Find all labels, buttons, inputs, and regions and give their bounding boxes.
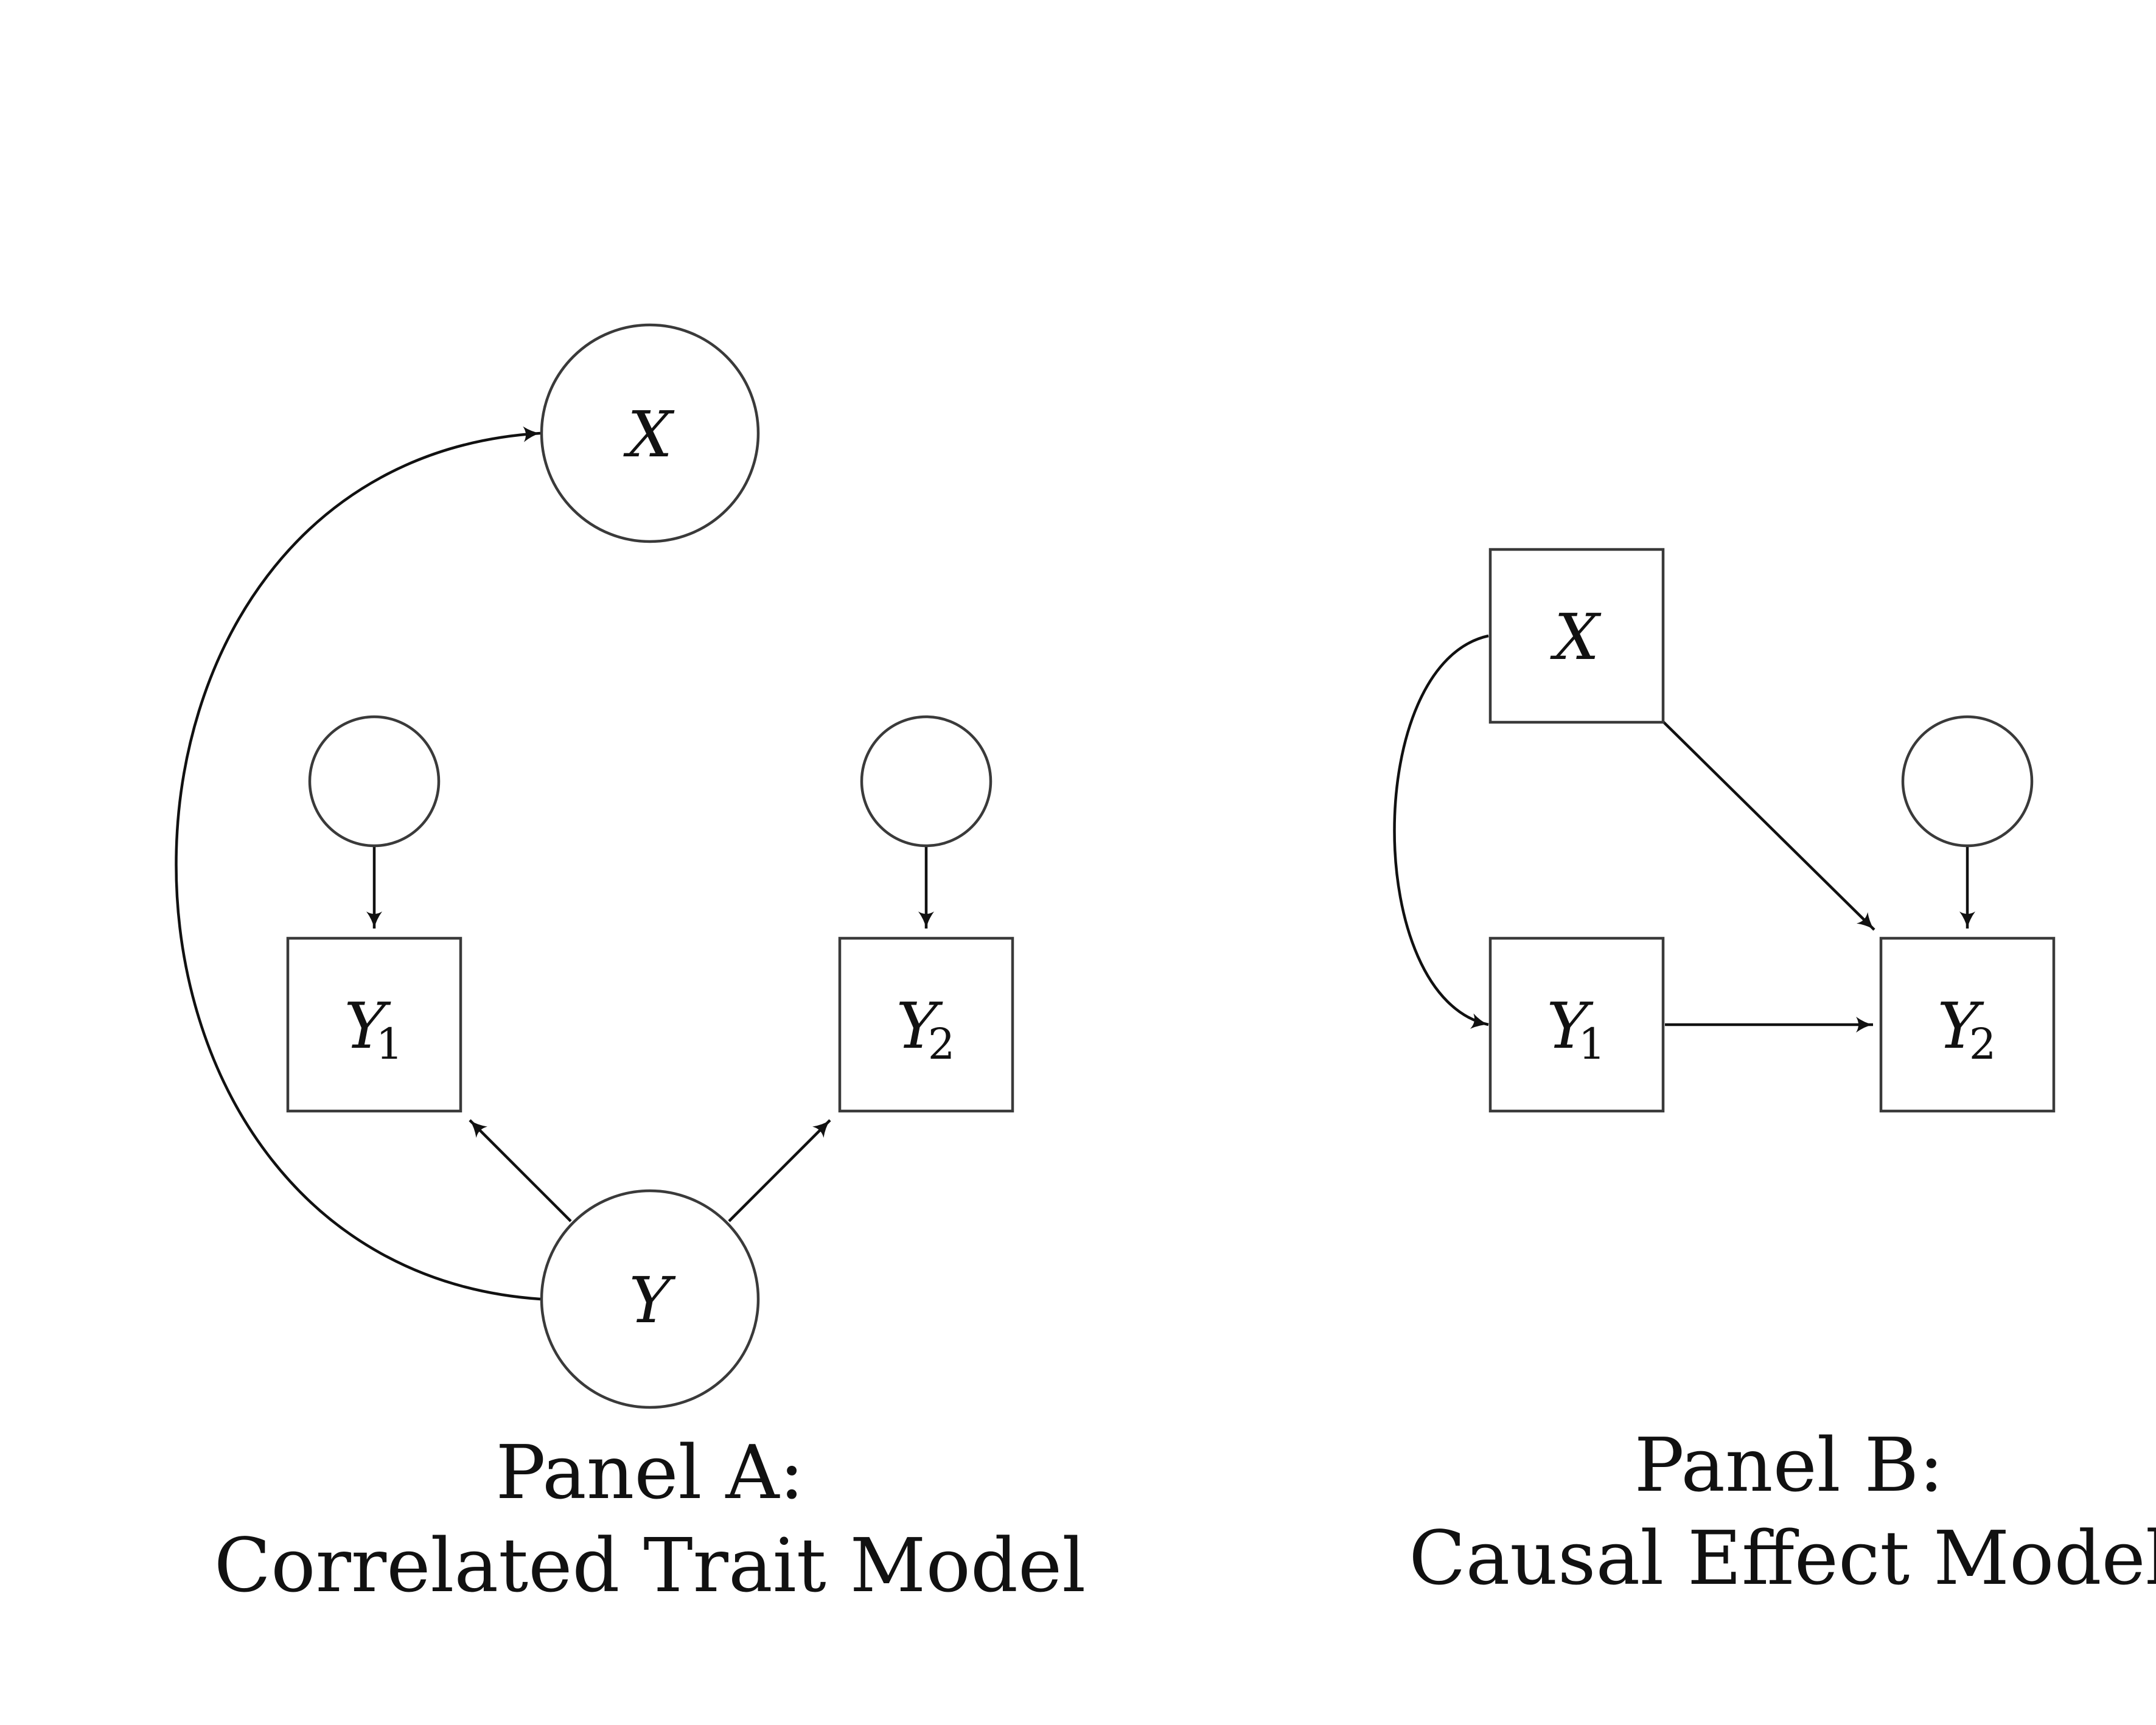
panel-a-residual-y1 (308, 715, 441, 848)
panel-a-node-y1-symbol: Y (344, 989, 391, 1063)
panel-b-node-x: X (1488, 548, 1665, 724)
svg-text:Y: Y (629, 1263, 676, 1337)
svg-text:Y: Y (1938, 989, 1984, 1063)
panel-a-node-y1: Y 1 (286, 936, 462, 1113)
panel-b-node-y2-symbol: Y (1938, 989, 1984, 1063)
panel-b-node-y1: Y 1 (1488, 936, 1665, 1113)
panel-a-residual-y2 (860, 715, 993, 848)
panel-b-node-y1-subscript: 1 (1579, 1019, 1606, 1069)
svg-text:Y: Y (344, 989, 391, 1063)
panel-b-residual-y2 (1901, 715, 2034, 848)
panel-b-node-y2-subscript: 2 (1969, 1019, 1997, 1069)
panel-a-caption-line2: Correlated Trait Model (214, 1522, 1086, 1609)
panel-a-node-y2: Y 2 (838, 936, 1014, 1113)
svg-text:Y: Y (1547, 989, 1594, 1063)
panel-b-caption-line1: Panel B: (1634, 1422, 1944, 1508)
panel-a: X Y Y 1 Y (175, 323, 1086, 1609)
panel-b-edge-x-y2 (1661, 720, 1875, 931)
panel-a-node-y: Y (540, 1189, 760, 1409)
panel-a-edge-x-y-correlation (175, 426, 558, 1308)
svg-text:X: X (1550, 600, 1602, 674)
panel-a-edge-y-y1 (469, 1119, 572, 1222)
svg-text:Y: Y (896, 989, 943, 1063)
panel-a-node-y-symbol: Y (629, 1263, 676, 1337)
svg-text:1: 1 (1579, 1019, 1606, 1069)
panel-a-node-x: X (540, 323, 760, 543)
svg-text:2: 2 (1969, 1019, 1997, 1069)
panel-b: X Y 1 Y 2 Panel B: Causal Eff (1393, 548, 2156, 1601)
panel-b-caption-line2: Causal Effect Model (1409, 1515, 2156, 1601)
panel-b-node-y2: Y 2 (1879, 936, 2056, 1113)
panel-b-node-y1-symbol: Y (1547, 989, 1594, 1063)
svg-text:1: 1 (376, 1019, 403, 1069)
panel-a-caption-line1: Panel A: (495, 1429, 804, 1516)
panel-a-node-y1-subscript: 1 (376, 1019, 403, 1069)
panel-a-node-y2-symbol: Y (896, 989, 943, 1063)
panel-a-node-y2-subscript: 2 (928, 1019, 955, 1069)
panel-b-edge-x-y1-correlation (1393, 624, 1507, 1029)
panel-a-node-x-symbol: X (623, 397, 675, 472)
svg-text:2: 2 (928, 1019, 955, 1069)
panel-a-edge-y-y2 (728, 1119, 831, 1222)
panel-b-node-x-symbol: X (1550, 600, 1602, 674)
svg-text:X: X (623, 397, 675, 472)
